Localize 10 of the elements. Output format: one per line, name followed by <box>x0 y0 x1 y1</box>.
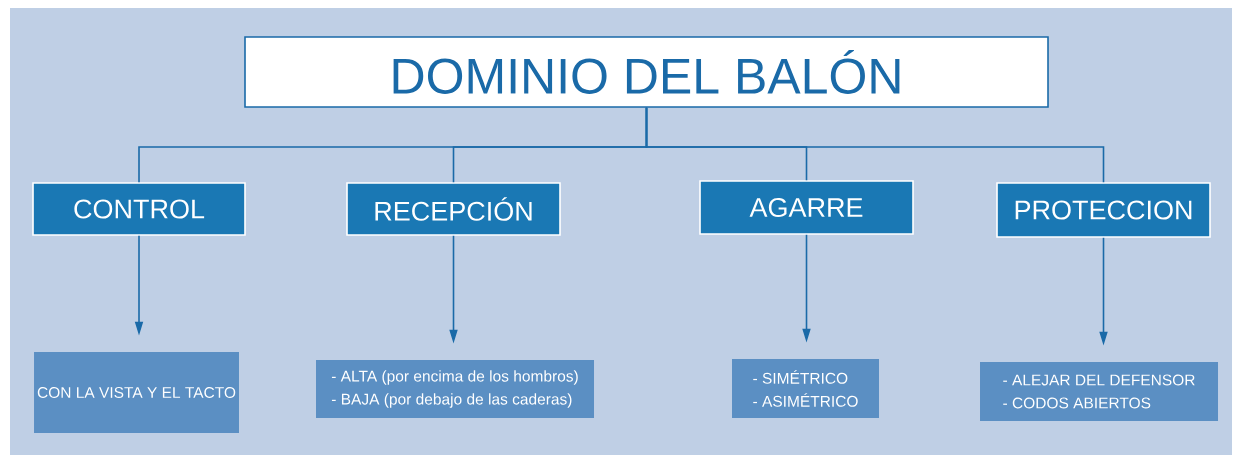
detail-box: - ALEJAR DEL DEFENSOR - CODOS ABIERTOS <box>980 362 1218 421</box>
category-box: RECEPCIÓN <box>346 182 561 236</box>
category-box: PROTECCION <box>996 182 1211 238</box>
detail-box: - ALTA (por encima de los hombros) - BAJA (por debajo de las caderas) <box>316 360 594 418</box>
category-box: CONTROL <box>32 182 246 236</box>
title-box: DOMINIO DEL BALÓN <box>244 36 1049 108</box>
detail-box: - SIMÉTRICO - ASIMÉTRICO <box>732 359 879 418</box>
detail-box: CON LA VISTA Y EL TACTO <box>34 352 239 433</box>
category-box: AGARRE <box>699 180 914 235</box>
connector-line <box>645 107 1105 183</box>
